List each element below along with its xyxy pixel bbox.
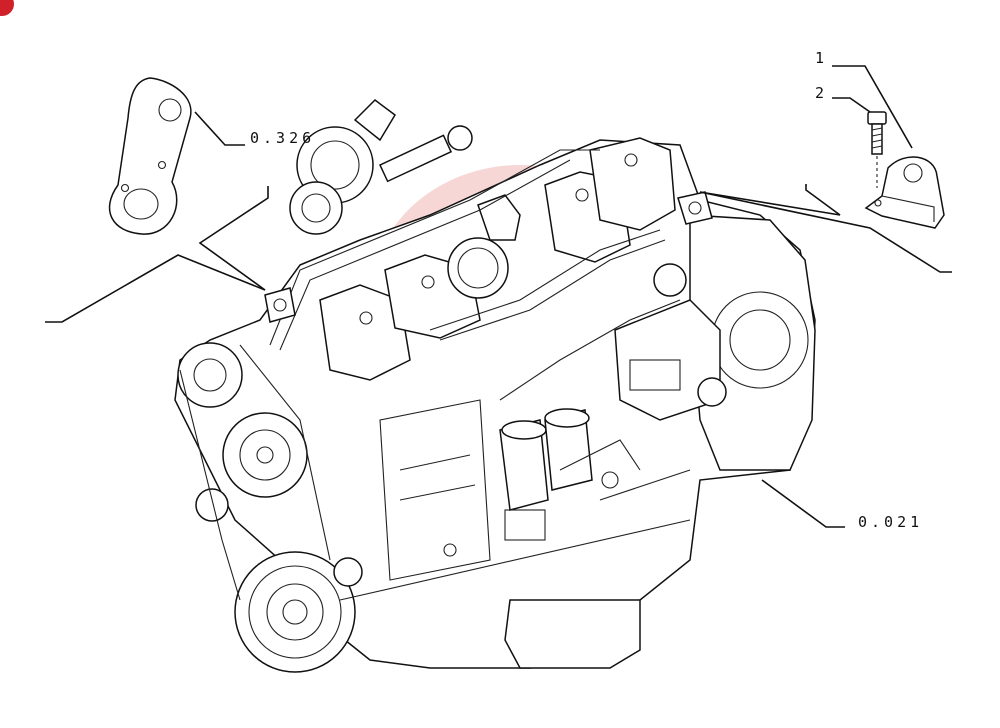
bracket-part-right: [864, 156, 945, 229]
engine-illustration: [174, 99, 816, 673]
leader-lines: [45, 65, 952, 528]
callout-ref-engine: 0.021: [858, 513, 923, 531]
bolt-part: [867, 111, 887, 188]
corner-badge-icon: [0, 0, 14, 16]
callout-ref-bracket: 0.326: [250, 129, 315, 147]
callout-item-2: 2: [815, 84, 828, 102]
bracket-part-left: [108, 77, 192, 235]
callout-item-1: 1: [815, 49, 828, 67]
